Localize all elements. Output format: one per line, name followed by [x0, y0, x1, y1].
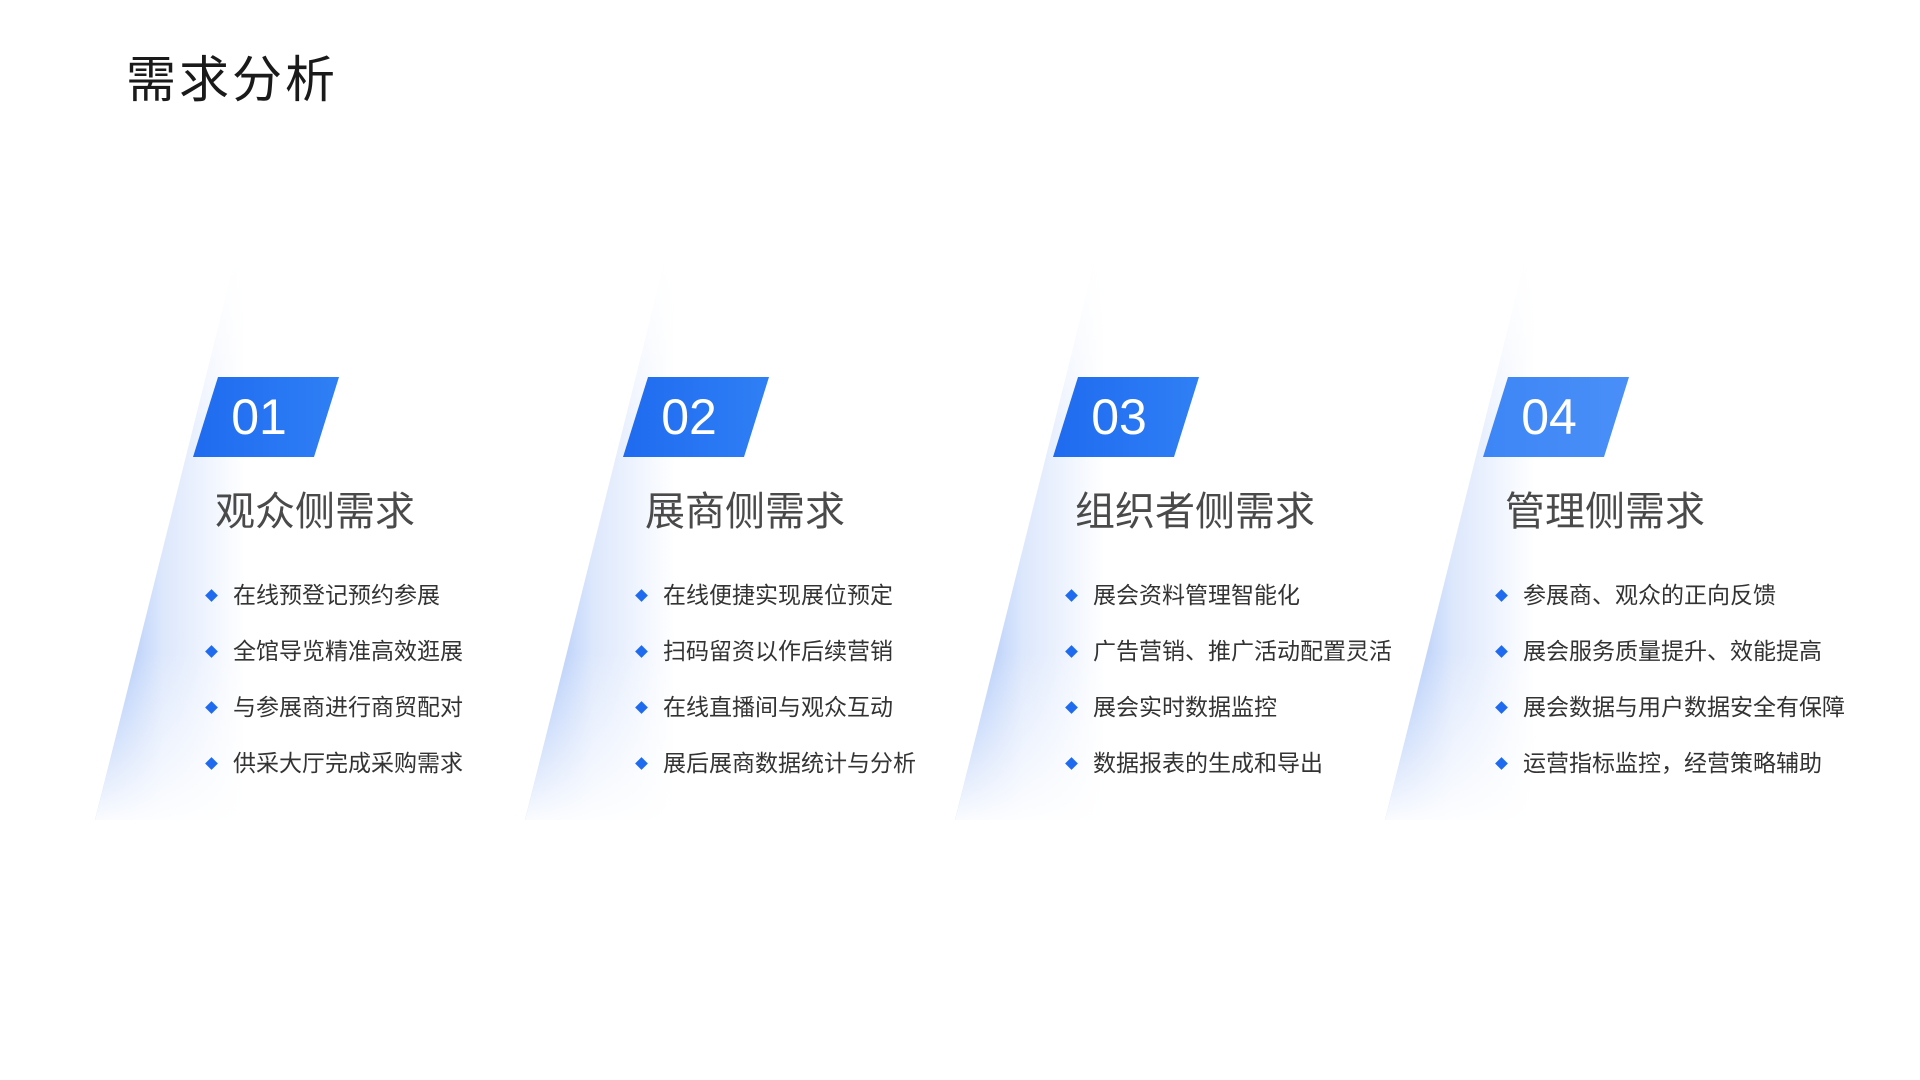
list-item-text: 扫码留资以作后续营销 — [663, 639, 893, 665]
list-item: 在线便捷实现展位预定 — [635, 575, 965, 618]
number-badge: 01 — [193, 377, 339, 457]
column-heading: 展商侧需求 — [645, 489, 845, 535]
diamond-bullet-icon — [205, 645, 218, 658]
list-item: 扫码留资以作后续营销 — [635, 631, 965, 674]
list-item-text: 展会实时数据监控 — [1093, 695, 1277, 721]
diamond-bullet-icon — [1495, 645, 1508, 658]
list-item: 展会服务质量提升、效能提高 — [1495, 631, 1875, 674]
requirement-list: 在线预登记预约参展 全馆导览精准高效逛展 与参展商进行商贸配对 供采大厅完成采购… — [205, 575, 535, 799]
list-item-text: 参展商、观众的正向反馈 — [1523, 583, 1776, 609]
diamond-bullet-icon — [1495, 589, 1508, 602]
number-badge: 02 — [623, 377, 769, 457]
diamond-bullet-icon — [1495, 701, 1508, 714]
list-item: 供采大厅完成采购需求 — [205, 743, 535, 786]
list-item: 与参展商进行商贸配对 — [205, 687, 535, 730]
list-item: 广告营销、推广活动配置灵活 — [1065, 631, 1395, 674]
list-item: 展会实时数据监控 — [1065, 687, 1395, 730]
list-item: 参展商、观众的正向反馈 — [1495, 575, 1875, 618]
list-item-text: 展后展商数据统计与分析 — [663, 751, 916, 777]
list-item-text: 展会服务质量提升、效能提高 — [1523, 639, 1822, 665]
diamond-bullet-icon — [635, 701, 648, 714]
diamond-bullet-icon — [635, 589, 648, 602]
list-item: 展后展商数据统计与分析 — [635, 743, 965, 786]
number-badge-text: 02 — [661, 389, 717, 445]
requirement-column-4: 04 管理侧需求 参展商、观众的正向反馈 展会服务质量提升、效能提高 展会数据与… — [1385, 260, 1845, 820]
list-item-text: 数据报表的生成和导出 — [1093, 751, 1323, 777]
column-heading: 观众侧需求 — [215, 489, 415, 535]
list-item: 展会数据与用户数据安全有保障 — [1495, 687, 1875, 730]
list-item-text: 运营指标监控，经营策略辅助 — [1523, 751, 1822, 777]
diamond-bullet-icon — [205, 701, 218, 714]
list-item-text: 展会资料管理智能化 — [1093, 583, 1300, 609]
list-item-text: 在线便捷实现展位预定 — [663, 583, 893, 609]
number-badge: 04 — [1483, 377, 1629, 457]
list-item: 在线直播间与观众互动 — [635, 687, 965, 730]
number-badge-text: 04 — [1521, 389, 1577, 445]
diamond-bullet-icon — [1065, 757, 1078, 770]
diamond-bullet-icon — [635, 645, 648, 658]
requirement-column-3: 03 组织者侧需求 展会资料管理智能化 广告营销、推广活动配置灵活 展会实时数据… — [955, 260, 1392, 820]
diamond-bullet-icon — [1065, 589, 1078, 602]
list-item: 在线预登记预约参展 — [205, 575, 535, 618]
requirement-list: 参展商、观众的正向反馈 展会服务质量提升、效能提高 展会数据与用户数据安全有保障… — [1495, 575, 1875, 799]
page-title: 需求分析 — [126, 51, 338, 109]
list-item-text: 供采大厅完成采购需求 — [233, 751, 463, 777]
list-item: 数据报表的生成和导出 — [1065, 743, 1395, 786]
number-badge-text: 03 — [1091, 389, 1147, 445]
requirement-list: 展会资料管理智能化 广告营销、推广活动配置灵活 展会实时数据监控 数据报表的生成… — [1065, 575, 1395, 799]
list-item-text: 全馆导览精准高效逛展 — [233, 639, 463, 665]
list-item: 运营指标监控，经营策略辅助 — [1495, 743, 1875, 786]
list-item-text: 展会数据与用户数据安全有保障 — [1523, 695, 1845, 721]
column-heading: 管理侧需求 — [1505, 489, 1705, 535]
list-item: 全馆导览精准高效逛展 — [205, 631, 535, 674]
requirement-column-1: 01 观众侧需求 在线预登记预约参展 全馆导览精准高效逛展 与参展商进行商贸配对… — [95, 260, 525, 820]
diamond-bullet-icon — [635, 757, 648, 770]
list-item-text: 在线预登记预约参展 — [233, 583, 440, 609]
number-badge-text: 01 — [231, 389, 287, 445]
list-item: 展会资料管理智能化 — [1065, 575, 1395, 618]
requirement-column-2: 02 展商侧需求 在线便捷实现展位预定 扫码留资以作后续营销 在线直播间与观众互… — [525, 260, 955, 820]
list-item-text: 在线直播间与观众互动 — [663, 695, 893, 721]
diamond-bullet-icon — [1065, 645, 1078, 658]
requirement-list: 在线便捷实现展位预定 扫码留资以作后续营销 在线直播间与观众互动 展后展商数据统… — [635, 575, 965, 799]
diamond-bullet-icon — [1495, 757, 1508, 770]
number-badge: 03 — [1053, 377, 1199, 457]
diamond-bullet-icon — [205, 589, 218, 602]
list-item-text: 与参展商进行商贸配对 — [233, 695, 463, 721]
diamond-bullet-icon — [1065, 701, 1078, 714]
diamond-bullet-icon — [205, 757, 218, 770]
column-heading: 组织者侧需求 — [1075, 489, 1315, 535]
list-item-text: 广告营销、推广活动配置灵活 — [1093, 639, 1392, 665]
